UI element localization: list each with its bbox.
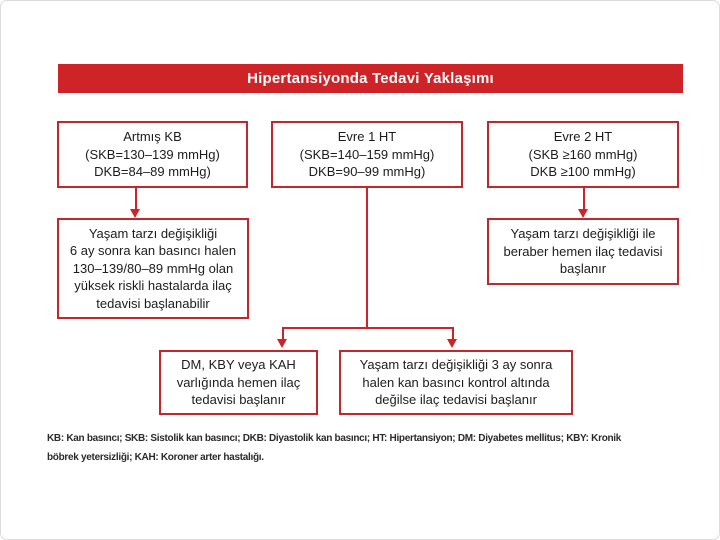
flow-box-artmis-kb: Artmış KB (SKB=130–139 mmHg) DKB=84–89 m… bbox=[57, 121, 248, 188]
box-line: beraber hemen ilaç tedavisi bbox=[503, 243, 663, 259]
arrow-down-icon bbox=[447, 339, 457, 348]
flow-box-evre1-ht: Evre 1 HT (SKB=140–159 mmHg) DKB=90–99 m… bbox=[271, 121, 463, 188]
footnote-line: KB: Kan basıncı; SKB: Sistolik kan basın… bbox=[47, 433, 622, 444]
box-line: Yaşam tarzı değişikliği bbox=[88, 225, 218, 241]
connector-split-horizontal bbox=[282, 327, 454, 329]
flow-box-dm-kby-kah: DM, KBY veya KAH varlığında hemen ilaç t… bbox=[159, 350, 318, 415]
box-line: (SKB=140–159 mmHg) bbox=[299, 146, 435, 162]
box-line: DM, KBY veya KAH bbox=[181, 357, 296, 373]
box-line: Evre 2 HT bbox=[553, 129, 613, 145]
arrow-down-icon bbox=[130, 209, 140, 218]
connector-artmis-shaft bbox=[135, 188, 137, 210]
abbreviation-footnote: KB: Kan basıncı; SKB: Sistolik kan basın… bbox=[47, 429, 707, 467]
box-line: Yaşam tarzı değişikliği 3 ay sonra bbox=[359, 357, 553, 373]
box-line: varlığında hemen ilaç bbox=[176, 374, 301, 390]
flow-box-lifestyle-6ay: Yaşam tarzı değişikliği 6 ay sonra kan b… bbox=[57, 218, 249, 319]
box-line: Evre 1 HT bbox=[337, 129, 397, 145]
box-line: halen kan basıncı kontrol altında bbox=[362, 374, 550, 390]
flow-box-evre2-ht: Evre 2 HT (SKB ≥160 mmHg) DKB ≥100 mmHg) bbox=[487, 121, 679, 188]
footnote-line: böbrek yetersizliği; KAH: Koroner arter … bbox=[47, 452, 264, 463]
box-line: DKB ≥100 mmHg) bbox=[530, 164, 636, 180]
box-line: Yaşam tarzı değişikliği ile bbox=[510, 226, 656, 242]
box-line: (SKB=130–139 mmHg) bbox=[85, 146, 220, 162]
flow-box-lifestyle-3ay: Yaşam tarzı değişikliği 3 ay sonra halen… bbox=[339, 350, 573, 415]
flow-box-evre2-tedavi: Yaşam tarzı değişikliği ile beraber heme… bbox=[487, 218, 679, 285]
box-line: değilse ilaç tedavisi başlanır bbox=[375, 392, 537, 408]
box-line: tedavisi başlanır bbox=[191, 392, 286, 408]
arrow-down-icon bbox=[578, 209, 588, 218]
box-line: başlanır bbox=[559, 261, 607, 277]
box-line: tedavisi başlanabilir bbox=[96, 295, 210, 311]
connector-evre1-shaft bbox=[366, 188, 368, 329]
connector-split-right-shaft bbox=[452, 327, 454, 340]
box-line: DKB=84–89 mmHg) bbox=[94, 164, 211, 180]
connector-evre2-shaft bbox=[583, 188, 585, 210]
arrow-down-icon bbox=[277, 339, 287, 348]
box-line: 6 ay sonra kan basıncı halen bbox=[69, 243, 237, 259]
title-bar: Hipertansiyonda Tedavi Yaklaşımı bbox=[58, 64, 683, 93]
connector-split-left-shaft bbox=[282, 327, 284, 340]
box-line: Artmış KB bbox=[123, 129, 182, 145]
page-title: Hipertansiyonda Tedavi Yaklaşımı bbox=[247, 70, 494, 87]
box-line: yüksek riskli hastalarda ilaç bbox=[74, 278, 232, 294]
box-line: (SKB ≥160 mmHg) bbox=[528, 146, 638, 162]
box-line: DKB=90–99 mmHg) bbox=[308, 164, 426, 180]
box-line: 130–139/80–89 mmHg olan bbox=[72, 260, 234, 276]
